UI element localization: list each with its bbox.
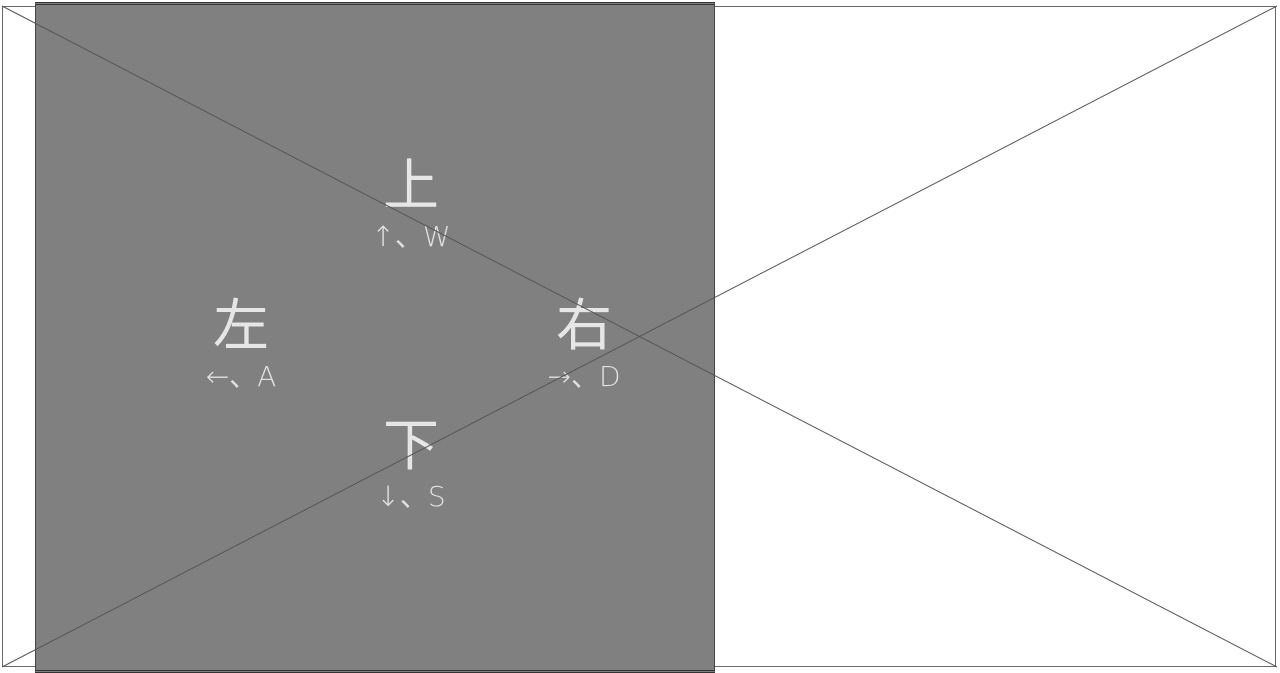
up-control[interactable]: 上 ↑、W	[331, 155, 491, 255]
right-keys: →、D	[547, 360, 621, 393]
direction-controls-panel: 上 ↑、W 左 ←、A 右 →、D 下 ↓、S	[35, 2, 715, 673]
up-keys: ↑、W	[371, 220, 451, 253]
down-label: 下	[383, 414, 439, 479]
left-keys: ←、A	[205, 360, 277, 393]
left-control[interactable]: 左 ←、A	[161, 295, 321, 395]
down-control[interactable]: 下 ↓、S	[331, 415, 491, 515]
left-label: 左	[213, 294, 269, 359]
down-keys: ↓、S	[376, 480, 446, 513]
up-label: 上	[383, 154, 439, 219]
right-label: 右	[556, 294, 612, 359]
right-control[interactable]: 右 →、D	[504, 295, 664, 395]
